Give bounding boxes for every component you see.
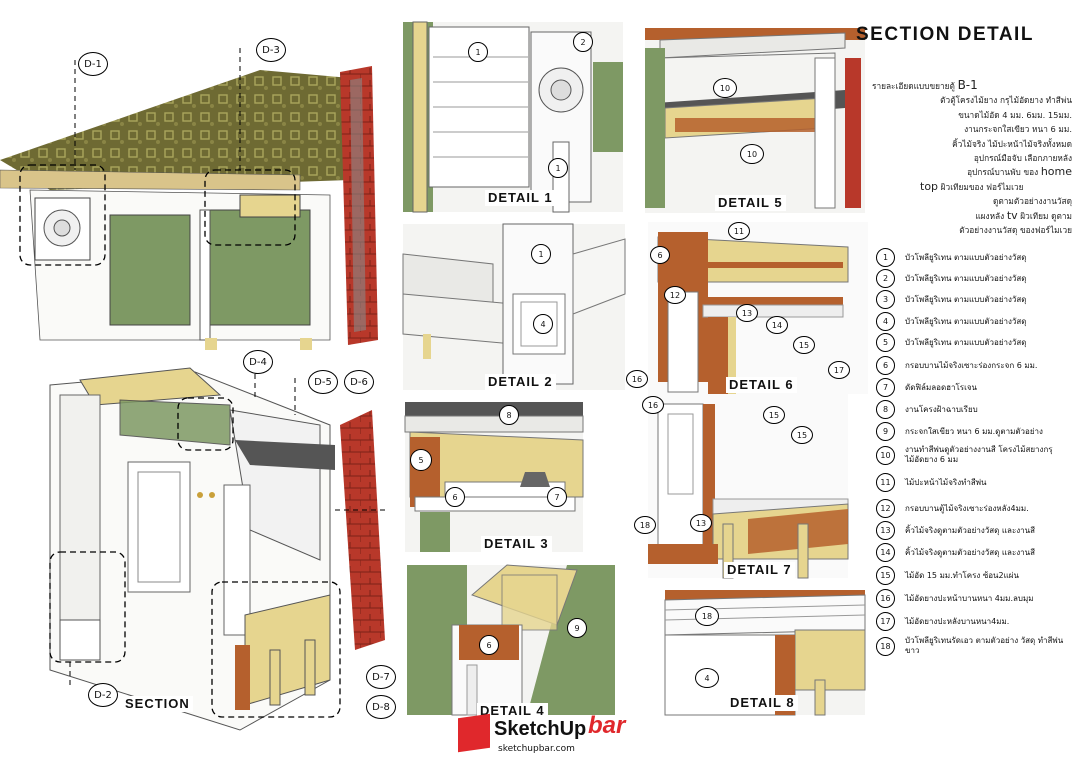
bottom-section-view: D-4 D-5 D-6 D-2 D-7 D-8 SECTION [0, 350, 396, 745]
detail-7-callout-15a: 15 [763, 406, 785, 424]
detail-6-callout-11: 11 [728, 222, 750, 240]
detail-4-callout-9: 9 [567, 618, 587, 638]
detail-8-label: DETAIL 8 [727, 695, 798, 711]
bottom-section-drawing [49, 365, 385, 731]
detail-ref-d3: D-3 [256, 38, 286, 62]
detail-2-callout-1: 1 [531, 244, 551, 264]
detail-5-callout-10b: 10 [740, 144, 764, 164]
logo-brand: SketchUp [494, 718, 587, 740]
detail-7-callout-13: 13 [690, 514, 712, 532]
detail-3-callout-7: 7 [547, 487, 567, 507]
spec-heading: รายละเอียดแบบขยายตู้ B-1 [872, 78, 1072, 93]
detail-6-callout-14: 14 [766, 316, 788, 334]
section-label: SECTION [122, 696, 193, 712]
detail-5-label: DETAIL 5 [715, 195, 786, 211]
detail-4-label: DETAIL 4 [477, 703, 548, 719]
detail-ref-d4: D-4 [243, 350, 273, 374]
detail-7-callout-15b: 15 [791, 426, 813, 444]
detail-1-callout-1: 1 [468, 42, 488, 62]
detail-2-label: DETAIL 2 [485, 374, 556, 390]
spec-line-3: งานกระจกใสเขียว หนา 6 มม. [964, 124, 1072, 135]
detail-8-callout-18: 18 [695, 606, 719, 626]
detail-ref-d7: D-7 [366, 665, 396, 689]
logo-url: sketchupbar.com [498, 744, 575, 754]
spec-line-5: อุปกรณ์มือจับ เลือกภายหลัง [973, 153, 1072, 164]
detail-1-callout-2: 2 [573, 32, 593, 52]
spec-line-tv: แผงหลัง tv ผิวเทียม ดูตาม [975, 208, 1072, 222]
detail-6-panel: 11 6 12 13 14 15 17 16 DETAIL 6 [626, 222, 868, 394]
top-section-view: D-1 D-3 [0, 20, 395, 360]
page-title: SECTION DETAIL [856, 24, 1034, 45]
spec-line-1: ตัวตู้โครงไม้ยาง กรุไม้อัดยาง ทำสีพ่น [940, 95, 1072, 106]
detail-6-callout-15: 15 [793, 336, 815, 354]
detail-2-callout-4: 4 [533, 314, 553, 334]
detail-4-panel: 6 9 DETAIL 4 [407, 564, 615, 719]
detail-4-callout-6: 6 [479, 635, 499, 655]
detail-2-panel: 1 4 DETAIL 2 [402, 223, 626, 390]
logo-mark-icon [458, 713, 490, 753]
detail-7-label: DETAIL 7 [724, 562, 795, 578]
detail-ref-d6: D-6 [344, 370, 374, 394]
detail-8-panel: 18 4 DETAIL 8 [664, 590, 866, 716]
spec-prefix: รายละเอียดแบบขยายตู้ [872, 81, 955, 91]
detail-6-label: DETAIL 6 [726, 377, 797, 393]
spec-block: รายละเอียดแบบขยายตู้ B-1 ตัวตู้โครงไม้ยา… [872, 78, 1072, 237]
spec-line-top: top ผิวเทียมของ ฟอร์ไมเวย [920, 179, 1024, 193]
spec-line-2: ขนาดไม้อัด 4 มม. 6มม. 15มม. [958, 109, 1072, 120]
detail-5-panel: 10 10 DETAIL 5 [645, 28, 865, 213]
detail-ref-d8: D-8 [366, 695, 396, 719]
detail-ref-d5: D-5 [308, 370, 338, 394]
spec-line-6: ดูตามตัวอย่างงานวัสดุ [993, 196, 1072, 207]
detail-7-callout-16: 16 [642, 396, 664, 414]
detail-7-panel: 16 15 15 18 13 DETAIL 7 [634, 394, 849, 579]
spec-code: B-1 [957, 78, 978, 92]
spec-line-4: คิ้วไม้จริง ไม้ปะหน้าไม้จริงทั้งหมด [952, 138, 1072, 149]
detail-3-callout-8: 8 [499, 405, 519, 425]
detail-ref-d1: D-1 [78, 52, 108, 76]
detail-3-label: DETAIL 3 [481, 536, 552, 552]
spec-line-8: ตัวอย่างงานวัสดุ ของฟอร์ไมเวย [959, 225, 1072, 236]
detail-6-callout-6: 6 [650, 246, 670, 264]
detail-6-callout-17: 17 [828, 361, 850, 379]
detail-5-callout-10a: 10 [713, 78, 737, 98]
detail-1-callout-3: 1 [548, 158, 568, 178]
detail-3-callout-5: 5 [410, 449, 432, 471]
logo-brand-suffix: bar [588, 712, 626, 739]
detail-3-callout-6: 6 [445, 487, 465, 507]
detail-6-callout-13: 13 [736, 304, 758, 322]
sketchupbar-logo: SketchUp bar sketchupbar.com [458, 712, 626, 760]
top-section-drawing [0, 48, 378, 350]
detail-1-label: DETAIL 1 [485, 190, 556, 206]
detail-7-callout-18: 18 [634, 516, 656, 534]
spec-line-home: อุปกรณ์บานพับ ของ home [967, 165, 1072, 179]
detail-1-panel: 1 2 1 DETAIL 1 [403, 21, 623, 213]
detail-8-callout-4: 4 [695, 668, 719, 688]
detail-ref-d2: D-2 [88, 683, 118, 707]
detail-6-callout-12: 12 [664, 286, 686, 304]
detail-6-callout-16: 16 [626, 370, 648, 388]
detail-3-panel: 8 5 6 7 DETAIL 3 [404, 402, 584, 552]
